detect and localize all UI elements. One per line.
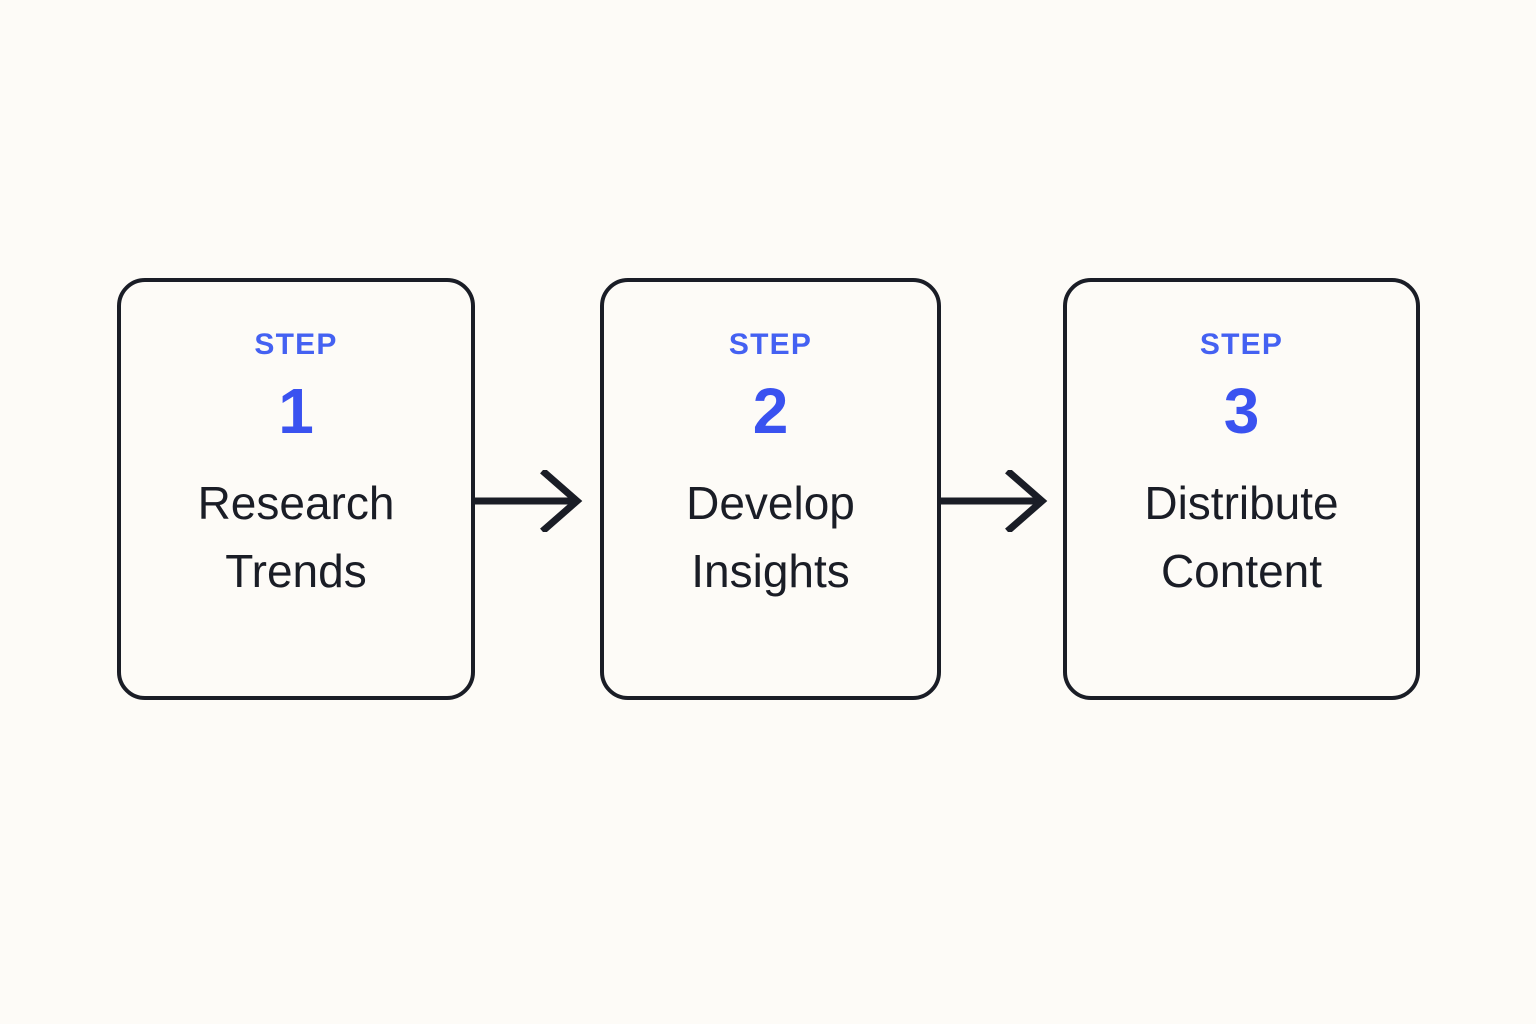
step-number: 2 [752,375,789,447]
step-eyebrow-label: STEP [728,328,813,361]
connector-arrow-1 [473,470,583,532]
step-title: Research Trends [197,477,395,597]
step-number: 1 [278,375,314,447]
step-title: Develop Insights [686,477,855,597]
step-card-3[interactable]: STEP 3 Distribute Content [1063,278,1420,700]
connector-arrow-2 [938,470,1048,532]
step-number: 3 [1223,375,1260,447]
step-eyebrow-label: STEP [254,328,338,361]
arrow-right-icon [940,470,1048,532]
step-eyebrow-label: STEP [1199,328,1284,361]
step-card-1[interactable]: STEP 1 Research Trends [117,278,475,700]
step-card-2[interactable]: STEP 2 Develop Insights [600,278,941,700]
step-title: Distribute Content [1144,477,1339,597]
arrow-right-icon [475,470,583,532]
